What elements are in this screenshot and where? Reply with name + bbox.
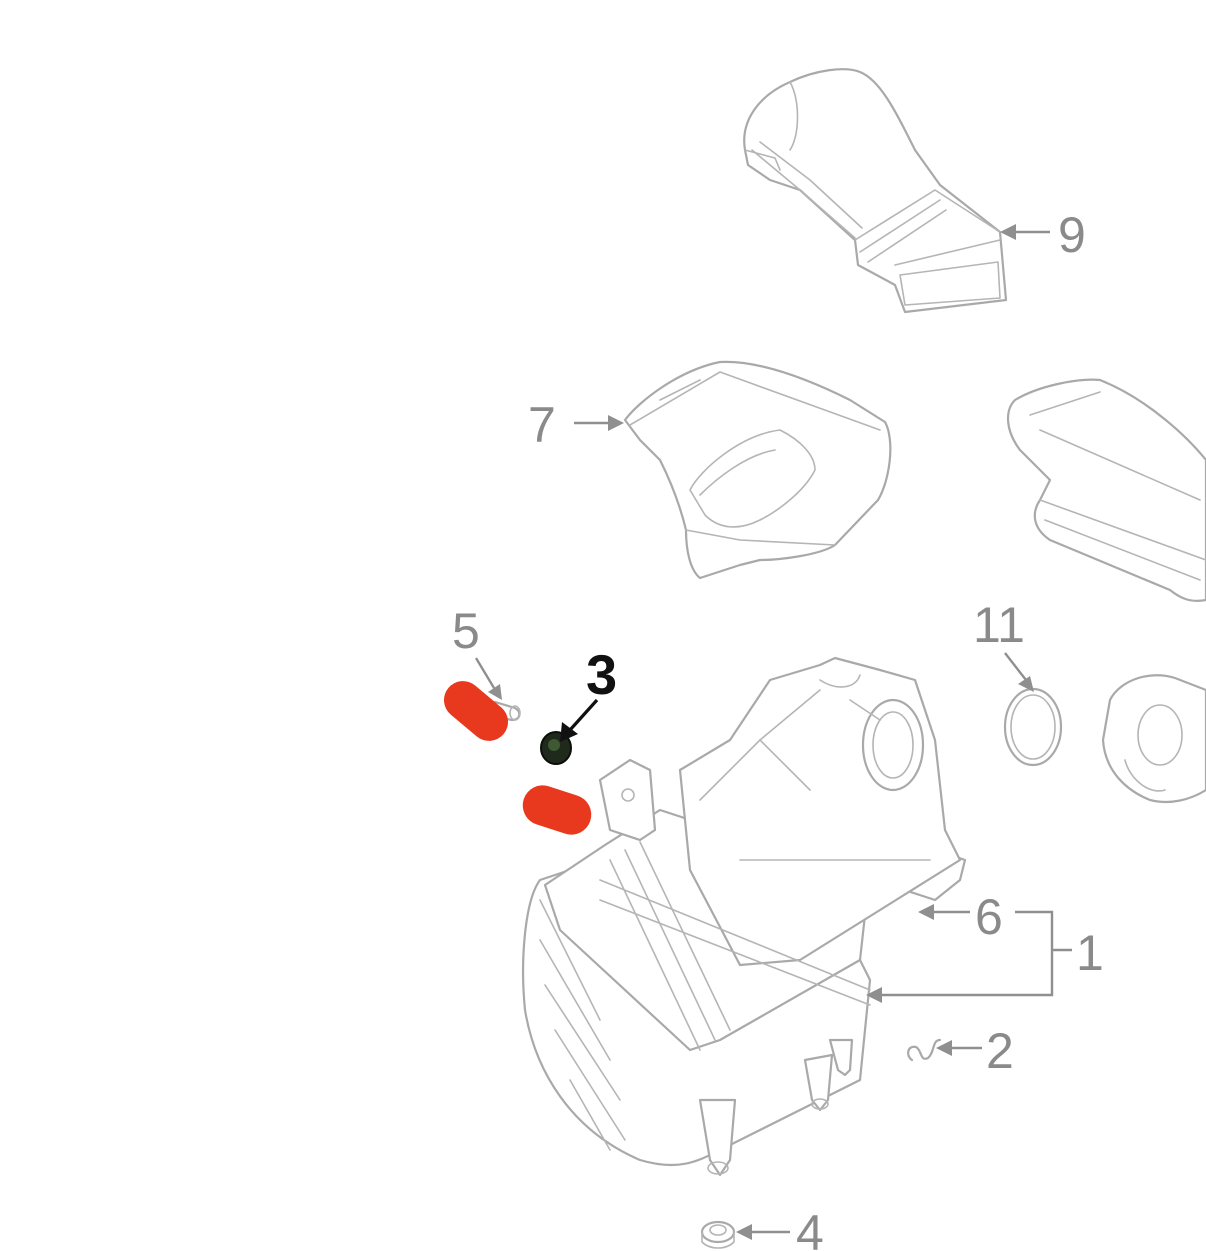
part-11-o-ring: [1003, 687, 1063, 767]
callout-labels: 9 7 5 3 11 6 1 2 4: [452, 207, 1104, 1251]
part-5-pin: [490, 700, 521, 722]
highlight-marker-2: [522, 785, 592, 835]
part-7-cover: [623, 360, 892, 580]
callout-9: 9: [1058, 207, 1086, 263]
callout-4: 4: [796, 1205, 824, 1251]
callout-7: 7: [528, 397, 556, 453]
part-1-air-box: [522, 656, 967, 1177]
callout-1: 1: [1076, 925, 1104, 981]
part-duct-right-edge: [1007, 378, 1206, 602]
part-9-intake-duct: [743, 68, 1008, 314]
highlight-markers: [443, 681, 592, 835]
part-sensor-right-edge: [1101, 674, 1206, 804]
part-4-grommet: [700, 1220, 736, 1249]
leader-lines: [474, 224, 1072, 1240]
callout-6: 6: [975, 889, 1003, 945]
part-2-clip: [906, 1038, 942, 1062]
highlight-marker-1: [443, 681, 509, 741]
callout-5: 5: [452, 603, 480, 659]
callout-11: 11: [973, 597, 1025, 653]
callout-3: 3: [586, 643, 617, 706]
callout-2: 2: [986, 1023, 1014, 1079]
